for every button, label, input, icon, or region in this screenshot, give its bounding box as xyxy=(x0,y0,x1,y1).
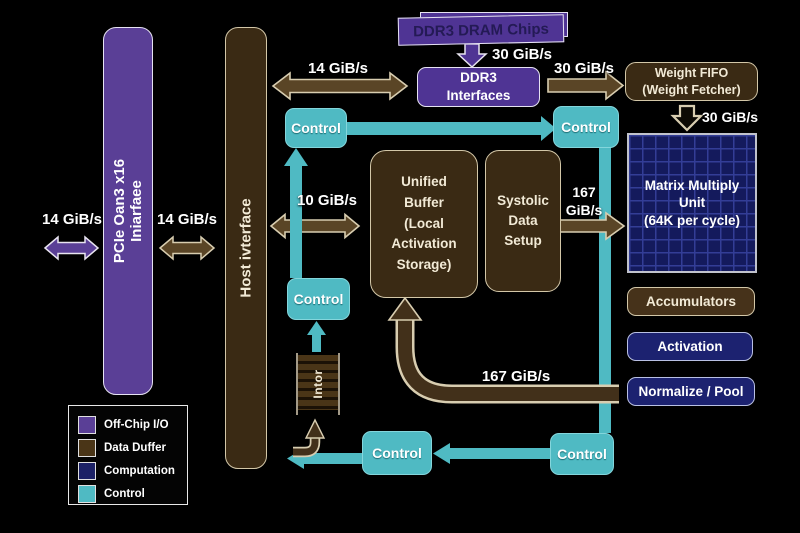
arrow-host-unified-buffer xyxy=(269,212,361,240)
teal-arrowhead-up-top-control xyxy=(284,148,308,166)
control-label: Control xyxy=(561,119,611,135)
weight-fifo-label-1: Weight FIFO xyxy=(654,66,729,81)
weight-fifo-label-2: (Weight Fetcher) xyxy=(642,82,741,97)
unified-buffer-line-1: Unified xyxy=(401,173,447,189)
bw-label-host-ddr3: 14 GiB/s xyxy=(307,60,369,77)
systolic-line-1: Systolic xyxy=(497,192,549,208)
bw-label-pcie-external: 14 GiB/s xyxy=(41,211,103,228)
legend-item-offchip: Off-Chip I/O xyxy=(78,413,187,436)
control-label: Control xyxy=(372,445,422,461)
unified-buffer: Unified Buffer (Local Activation Storage… xyxy=(370,150,478,298)
legend-label-databuffer: Data Duffer xyxy=(104,441,166,454)
arrow-host-instr xyxy=(293,437,319,456)
ddr3-dram-chips-label: DDR3 DRAM Chips xyxy=(412,20,550,40)
arrow-host-ddr3 xyxy=(271,71,409,101)
legend-label-control: Control xyxy=(104,487,145,500)
bw-label-host-ub: 10 GiB/s xyxy=(296,192,358,209)
activation: Activation xyxy=(627,332,753,361)
legend-label-offchip: Off-Chip I/O xyxy=(104,418,169,431)
teal-line-mid-vertical xyxy=(290,165,302,278)
host-interface-bar: Host ivterface xyxy=(225,27,267,469)
arrow-pcie-external xyxy=(43,235,100,261)
unified-buffer-line-3: (Local xyxy=(404,215,444,231)
weight-fifo: Weight FIFO (Weight Fetcher) xyxy=(625,62,758,101)
bw-label-dram-down: 30 GiB/s xyxy=(491,46,553,63)
matrix-multiply-unit: Matrix Multiply Unit (64K per cycle) xyxy=(627,133,757,273)
ddr3-interfaces: DDR3 Interfaces xyxy=(417,67,540,107)
control-box-bottom-left: Control xyxy=(362,431,432,475)
ddr3-interfaces-label-2: Interfaces xyxy=(446,88,511,103)
control-label: Control xyxy=(293,291,344,307)
ddr3-dram-chips: DDR3 DRAM Chips xyxy=(397,14,565,46)
control-box-right: Control xyxy=(553,106,619,148)
host-interface-label: Host ivterface xyxy=(237,198,255,298)
arrow-dram-ddr3-interfaces xyxy=(456,43,488,69)
accumulators: Accumulators xyxy=(627,287,755,316)
teal-line-bottom-horizontal xyxy=(448,448,550,459)
teal-line-control-left xyxy=(302,453,362,464)
mmu-label-3: (64K per cycle) xyxy=(643,212,741,228)
ddr3-interfaces-label-1: DDR3 xyxy=(460,70,497,86)
instruction-buffer-stripes xyxy=(298,355,338,410)
systolic-data-setup: Systolic Data Setup xyxy=(485,150,561,292)
instruction-buffer: Intor xyxy=(296,353,340,415)
teal-arrowhead-bottom-left-control xyxy=(433,443,450,464)
teal-line-top xyxy=(347,122,547,135)
teal-arrowhead-right-control xyxy=(541,116,556,141)
legend-item-control: Control xyxy=(78,482,187,505)
bw-label-ddr3-fifo: 30 GiB/s xyxy=(553,60,615,77)
unified-buffer-line-4: Activation xyxy=(391,236,457,252)
legend: Off-Chip I/O Data Duffer Computation Con… xyxy=(68,405,188,505)
control-label: Control xyxy=(557,446,607,462)
bw-label-return-path: 167 GiB/s xyxy=(481,368,551,385)
arrow-return-path-head xyxy=(387,296,423,321)
teal-line-instr-control xyxy=(312,333,321,352)
legend-swatch-databuffer xyxy=(78,438,96,457)
instruction-buffer-label: Intor xyxy=(311,369,325,399)
pcie-interface-label: PCIe Oan3 x16 Iniarfaee xyxy=(110,158,145,264)
normalize-pool-label: Normalize / Pool xyxy=(638,384,744,399)
arrow-ddr3-weightfifo xyxy=(547,70,625,101)
mmu-label-2: Unit xyxy=(678,195,706,211)
legend-item-computation: Computation xyxy=(78,459,187,482)
arrow-systolic-mmu xyxy=(559,211,626,241)
control-label: Control xyxy=(291,120,341,136)
arrow-host-instr-head xyxy=(304,418,326,439)
control-box-mid: Control xyxy=(287,278,350,320)
normalize-pool: Normalize / Pool xyxy=(627,377,755,406)
legend-item-databuffer: Data Duffer xyxy=(78,436,187,459)
legend-swatch-control xyxy=(78,484,96,503)
legend-swatch-computation xyxy=(78,461,96,480)
control-box-bottom-right: Control xyxy=(550,433,614,475)
bw-label-systolic-mmu-2: GiB/s xyxy=(565,201,603,218)
arrow-weightfifo-mmu xyxy=(670,104,704,132)
activation-label: Activation xyxy=(657,339,723,354)
systolic-line-3: Setup xyxy=(504,233,542,249)
bw-label-fifo-mmu: 30 GiB/s xyxy=(701,109,759,125)
unified-buffer-line-5: Storage) xyxy=(396,257,452,273)
legend-swatch-offchip xyxy=(78,415,96,434)
bw-label-pcie-host: 14 GiB/s xyxy=(156,211,218,228)
accumulators-label: Accumulators xyxy=(645,294,737,309)
legend-label-computation: Computation xyxy=(104,464,175,477)
bw-label-systolic-mmu-1: 167 xyxy=(572,184,596,200)
arrow-pcie-host xyxy=(158,235,216,261)
pcie-interface-bar: PCIe Oan3 x16 Iniarfaee xyxy=(103,27,153,395)
mmu-label-1: Matrix Multiply xyxy=(644,177,740,193)
control-box-top: Control xyxy=(285,108,347,148)
bw-label-systolic-mmu: 167 GiB/s xyxy=(561,184,607,219)
arrow-return-path xyxy=(398,318,619,401)
systolic-line-2: Data xyxy=(508,212,538,228)
unified-buffer-line-2: Buffer xyxy=(404,194,444,210)
teal-arrowhead-up-mid-control xyxy=(307,321,326,335)
